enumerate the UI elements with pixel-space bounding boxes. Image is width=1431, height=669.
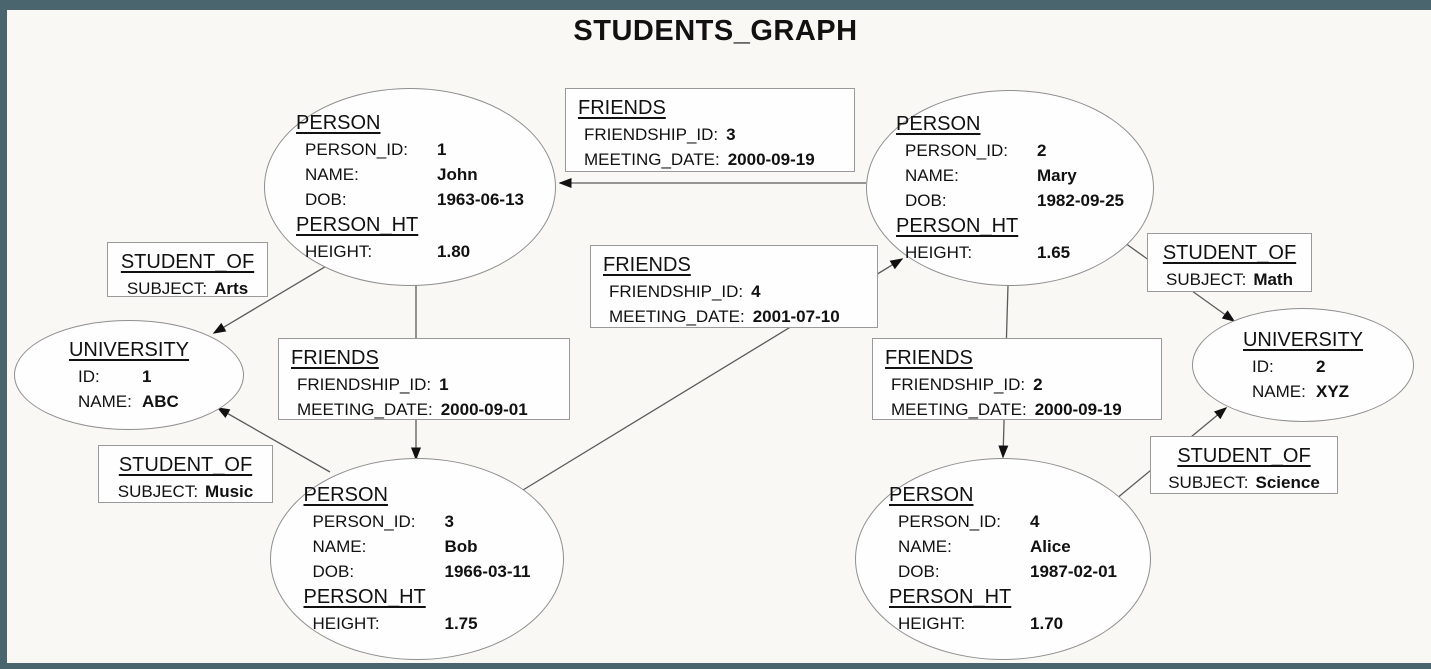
property-row: NAME:Bob xyxy=(312,537,478,556)
friends-edge-box-1: FRIENDS FRIENDSHIP_ID:1 MEETING_DATE:200… xyxy=(278,338,570,420)
property-row: PERSON_ID:1 xyxy=(305,140,447,159)
edge-type-label: FRIENDS xyxy=(885,347,973,369)
person-node-john: PERSON PERSON_ID:1 NAME:John DOB:1963-06… xyxy=(264,88,556,286)
property-row: SUBJECT:Arts xyxy=(126,279,249,298)
property-row: HEIGHT:1.80 xyxy=(305,242,471,261)
node-type-label: PERSON xyxy=(303,484,388,506)
edge-studentof-bob-to-abc xyxy=(216,407,331,473)
node-type-label: UNIVERSITY xyxy=(1242,328,1364,351)
property-row: ID:2 xyxy=(1251,356,1326,376)
friends-edge-box-2: FRIENDS FRIENDSHIP_ID:2 MEETING_DATE:200… xyxy=(872,338,1162,420)
edge-type-label: STUDENT_OF xyxy=(1162,242,1297,264)
page-title: STUDENTS_GRAPH xyxy=(573,15,858,47)
property-row: FRIENDSHIP_ID:4 xyxy=(609,282,761,301)
property-row: DOB:1963-06-13 xyxy=(305,190,524,209)
property-row: NAME:ABC xyxy=(77,391,179,411)
property-row: FRIENDSHIP_ID:2 xyxy=(891,375,1043,394)
node-subtype-label: PERSON_HT xyxy=(296,214,419,236)
node-subtype-label: PERSON_HT xyxy=(896,215,1019,237)
node-subtype-label: PERSON_HT xyxy=(889,586,1012,608)
property-row: HEIGHT:1.65 xyxy=(905,243,1071,262)
property-row: MEETING_DATE:2001-07-10 xyxy=(609,307,840,326)
edge-type-label: STUDENT_OF xyxy=(1177,445,1311,467)
frame-top-bar xyxy=(0,0,1431,10)
property-row: NAME:John xyxy=(305,165,478,184)
property-row: MEETING_DATE:2000-09-19 xyxy=(891,400,1122,419)
node-subtype-label: PERSON_HT xyxy=(303,586,426,608)
friends-edge-box-4: FRIENDS FRIENDSHIP_ID:4 MEETING_DATE:200… xyxy=(590,245,878,328)
student-of-edge-box-arts: STUDENT_OF SUBJECT:Arts xyxy=(107,242,268,298)
node-type-label: UNIVERSITY xyxy=(68,338,190,361)
property-row: NAME:Mary xyxy=(905,166,1077,185)
friends-edge-box-3: FRIENDS FRIENDSHIP_ID:3 MEETING_DATE:200… xyxy=(565,88,855,172)
edge-type-label: FRIENDS xyxy=(578,97,666,119)
property-row: MEETING_DATE:2000-09-01 xyxy=(297,400,528,419)
node-type-label: PERSON xyxy=(896,113,981,135)
student-of-edge-box-science: STUDENT_OF SUBJECT:Science xyxy=(1150,436,1338,494)
property-row: PERSON_ID:3 xyxy=(312,512,454,531)
frame-bottom-bar xyxy=(0,663,1431,669)
node-type-label: PERSON xyxy=(296,112,381,134)
student-of-edge-box-music: STUDENT_OF SUBJECT:Music xyxy=(98,445,273,503)
property-row: HEIGHT:1.75 xyxy=(312,614,478,633)
property-row: FRIENDSHIP_ID:3 xyxy=(584,125,736,144)
property-row: FRIENDSHIP_ID:1 xyxy=(297,375,449,394)
property-row: NAME:Alice xyxy=(898,537,1071,556)
edge-type-label: FRIENDS xyxy=(603,254,691,276)
property-row: MEETING_DATE:2000-09-19 xyxy=(584,150,815,169)
property-row: PERSON_ID:2 xyxy=(905,141,1047,160)
edge-type-label: STUDENT_OF xyxy=(120,251,255,273)
property-row: DOB:1966-03-11 xyxy=(312,562,531,581)
property-row: SUBJECT:Math xyxy=(1166,270,1293,289)
person-node-alice: PERSON PERSON_ID:4 NAME:Alice DOB:1987-0… xyxy=(855,458,1151,660)
property-row: ID:1 xyxy=(77,366,152,386)
property-row: HEIGHT:1.70 xyxy=(898,614,1064,633)
edge-type-label: STUDENT_OF xyxy=(118,454,253,476)
frame-left-bar xyxy=(0,0,7,669)
property-row: DOB:1982-09-25 xyxy=(905,191,1124,210)
university-node-xyz: UNIVERSITY ID:2 NAME:XYZ xyxy=(1192,308,1414,422)
property-row: SUBJECT:Music xyxy=(117,482,254,501)
property-row: DOB:1987-02-01 xyxy=(898,562,1117,581)
edge-type-label: FRIENDS xyxy=(291,347,379,369)
property-row: NAME:XYZ xyxy=(1251,381,1350,401)
property-row: SUBJECT:Science xyxy=(1168,473,1320,492)
property-row: PERSON_ID:4 xyxy=(898,512,1040,531)
person-node-bob: PERSON PERSON_ID:3 NAME:Bob DOB:1966-03-… xyxy=(270,458,564,660)
student-of-edge-box-math: STUDENT_OF SUBJECT:Math xyxy=(1147,233,1312,292)
university-node-abc: UNIVERSITY ID:1 NAME:ABC xyxy=(14,320,244,430)
person-node-mary: PERSON PERSON_ID:2 NAME:Mary DOB:1982-09… xyxy=(866,90,1154,286)
node-type-label: PERSON xyxy=(889,484,974,506)
